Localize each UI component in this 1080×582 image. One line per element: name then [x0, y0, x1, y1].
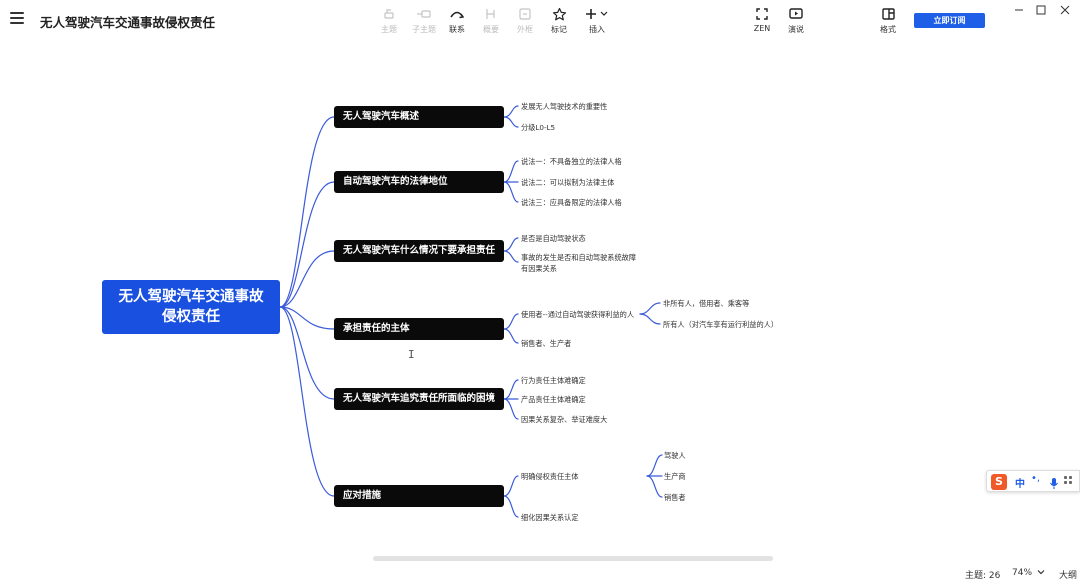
subtopic[interactable]: 行为责任主体难确定	[521, 376, 586, 385]
subtopic[interactable]: 所有人（对汽车享有运行利益的人）	[663, 320, 779, 329]
subtopic[interactable]: 产品责任主体难确定	[521, 395, 586, 404]
relation-label: 联系	[449, 25, 465, 34]
boundary-button[interactable]: 外框	[508, 6, 542, 35]
zen-label: ZEN	[753, 24, 771, 33]
summary-button[interactable]: 概要	[474, 6, 508, 35]
subtopic[interactable]: 说法三：应具备限定的法律人格	[521, 198, 622, 207]
subtopic[interactable]: 细化因果关系认定	[521, 513, 579, 522]
marker-label: 标记	[551, 25, 567, 34]
marker-button[interactable]: 标记	[542, 6, 576, 35]
subtopic[interactable]: 销售者、生产者	[521, 339, 572, 348]
subtopic[interactable]: 销售者	[664, 493, 686, 502]
star-icon	[542, 6, 576, 22]
relation-icon	[440, 6, 474, 22]
sogou-icon[interactable]: S	[991, 474, 1007, 490]
subtopic-label: 子主题	[412, 25, 436, 34]
topic-label: 主题	[381, 25, 397, 34]
mic-icon[interactable]	[1049, 475, 1059, 494]
present-label: 演说	[788, 25, 804, 34]
subtopic-icon	[407, 6, 441, 22]
menu-icon[interactable]	[10, 12, 24, 26]
insert-button[interactable]: 插入	[581, 6, 613, 35]
format-icon	[871, 6, 905, 22]
boundary-icon	[508, 6, 542, 22]
root-topic-line2: 侵权责任	[162, 309, 220, 325]
zen-button[interactable]: ZEN	[745, 6, 779, 33]
document-title[interactable]: 无人驾驶汽车交通事故侵权责任	[40, 15, 216, 30]
ime-toolbar[interactable]: S 中 •,	[986, 470, 1080, 492]
zoom-chevron-icon[interactable]	[1036, 567, 1046, 580]
ime-punctuation-toggle[interactable]: •,	[1031, 473, 1041, 484]
branch-topic-liable-subject[interactable]: 承担责任的主体	[334, 318, 504, 340]
zoom-level[interactable]: 74%	[1012, 568, 1033, 578]
branch-topic-countermeasures[interactable]: 应对措施	[334, 485, 504, 507]
branch-topic-legal-status[interactable]: 自动驾驶汽车的法律地位	[334, 171, 504, 193]
outline-button[interactable]: 大纲	[1059, 571, 1078, 581]
subtopic[interactable]: 发展无人驾驶技术的重要性	[521, 102, 608, 111]
branch-topic-overview[interactable]: 无人驾驶汽车概述	[334, 106, 504, 128]
present-button[interactable]: 演说	[779, 6, 813, 35]
subtopic[interactable]: 明确侵权责任主体	[521, 472, 579, 481]
subtopic[interactable]: 非所有人，借用者、乘客等	[663, 299, 750, 308]
minimize-icon[interactable]	[1012, 2, 1026, 16]
grid-icon[interactable]	[1064, 476, 1074, 486]
title-bar: 无人驾驶汽车交通事故侵权责任 主题 子主题 联系 概要	[0, 0, 1080, 40]
subtopic[interactable]: 驾驶人	[664, 451, 686, 460]
subtopic[interactable]: 使用者--通过自动驾驶获得利益的人	[521, 310, 635, 319]
subtopic[interactable]: 说法一：不具备独立的法律人格	[521, 157, 622, 166]
subtopic[interactable]: 生产商	[664, 472, 686, 481]
summary-label: 概要	[483, 25, 499, 34]
relation-button[interactable]: 联系	[440, 6, 474, 35]
topic-icon	[372, 6, 406, 22]
mindmap-canvas[interactable]: 无人驾驶汽车交通事故 侵权责任 无人驾驶汽车概述 自动驾驶汽车的法律地位 无人驾…	[0, 40, 1080, 562]
ime-mode-toggle[interactable]: 中	[1015, 479, 1025, 490]
summary-icon	[474, 6, 508, 22]
subtopic[interactable]: 分级L0-L5	[521, 123, 556, 132]
maximize-icon[interactable]	[1034, 2, 1048, 16]
format-button[interactable]: 格式	[871, 6, 905, 35]
subtopic[interactable]: 是否是自动驾驶状态	[521, 234, 586, 243]
insert-icon-group	[581, 6, 613, 22]
subscribe-button[interactable]: 立即订阅	[914, 13, 985, 28]
subtopic[interactable]: 事故的发生是否和自动驾驶系统故障	[521, 253, 637, 262]
format-label: 格式	[880, 25, 896, 34]
topic-count: 主题: 26	[965, 571, 1001, 581]
present-icon	[779, 6, 813, 22]
branch-topic-liability-conditions[interactable]: 无人驾驶汽车什么情况下要承担责任	[334, 240, 504, 262]
ibeam-cursor-icon: I	[408, 348, 415, 361]
subtopic-button[interactable]: 子主题	[407, 6, 441, 35]
root-topic-line1: 无人驾驶汽车交通事故	[118, 289, 264, 305]
insert-label: 插入	[589, 25, 605, 34]
connector-lines	[279, 105, 663, 518]
topic-button[interactable]: 主题	[372, 6, 406, 35]
close-icon[interactable]	[1058, 2, 1072, 16]
branch-topic-dilemma[interactable]: 无人驾驶汽车追究责任所面临的困境	[334, 388, 504, 410]
subtopic[interactable]: 因果关系复杂、举证难度大	[521, 415, 608, 424]
subtopic[interactable]: 有因果关系	[521, 264, 557, 273]
root-topic[interactable]: 无人驾驶汽车交通事故 侵权责任	[102, 280, 280, 334]
plus-icon	[586, 9, 608, 19]
zen-icon	[745, 6, 779, 22]
horizontal-scrollbar[interactable]	[373, 556, 773, 561]
boundary-label: 外框	[517, 25, 533, 34]
subtopic[interactable]: 说法二：可以拟制为法律主体	[521, 178, 615, 187]
